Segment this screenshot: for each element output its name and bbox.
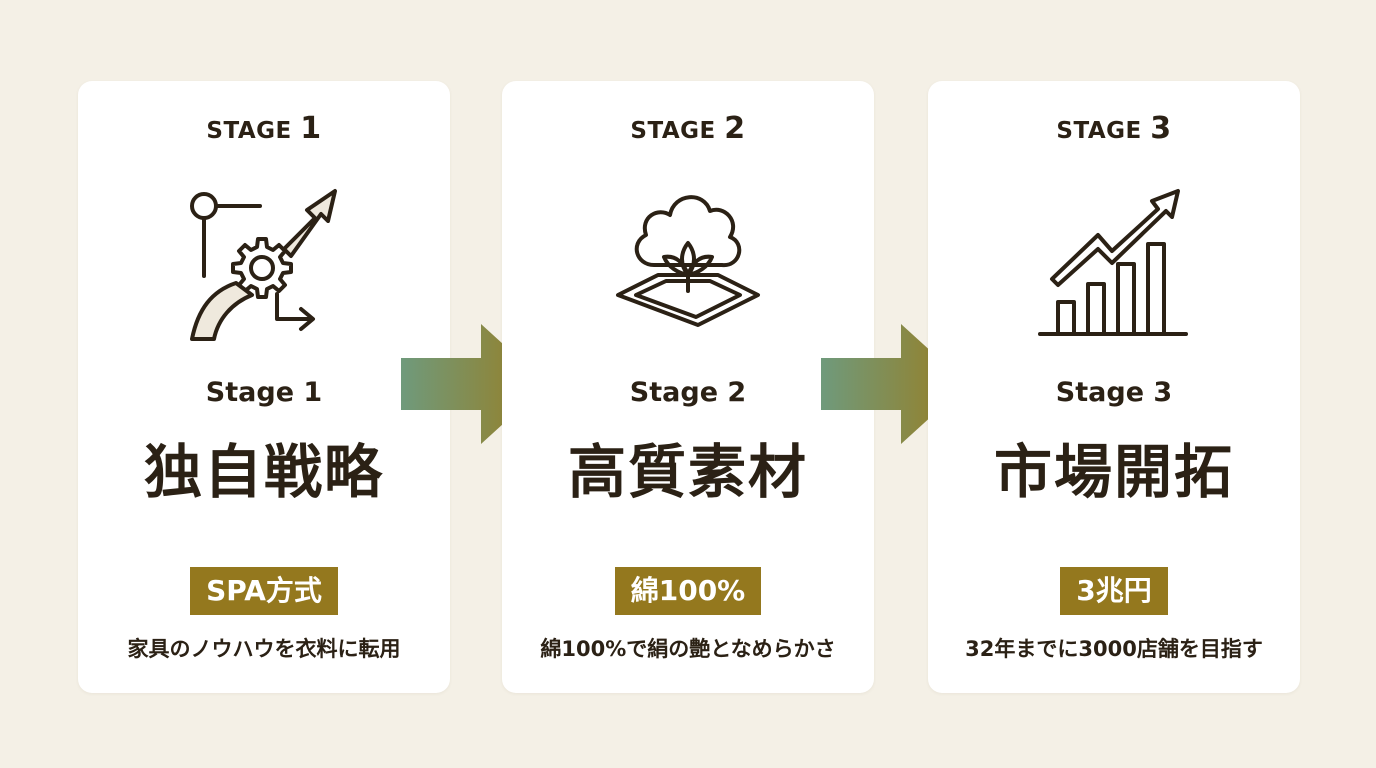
- stage-header: STAGE 1: [78, 111, 450, 146]
- badge-wrap: 綿100%: [502, 567, 874, 615]
- stage-card-2: STAGE 2 Stage 2 高質素材 綿100% 綿100%で絹の艶となめら…: [502, 81, 874, 693]
- stage-header-number: 2: [724, 111, 746, 146]
- stage-title: 独自戦略: [143, 438, 384, 506]
- stage-label: Stage 1: [205, 377, 323, 408]
- growth-bar-chart-icon: [1038, 189, 1188, 336]
- stage-label: Stage 2: [629, 377, 747, 408]
- badge-wrap: SPA方式: [78, 567, 450, 615]
- stage-description: 家具のノウハウを衣料に転用: [127, 637, 401, 661]
- stage-badge: 綿100%: [614, 567, 762, 615]
- stage-card-3: STAGE 3 Stage 3 市場開拓 3兆円 32年までに3000店舗を目指…: [928, 81, 1300, 693]
- badge-wrap: 3兆円: [928, 567, 1300, 615]
- stage-header-word: STAGE: [630, 118, 716, 144]
- stage-badge: 3兆円: [1060, 567, 1168, 615]
- stage-title: 市場開拓: [993, 438, 1234, 506]
- stage-header: STAGE 2: [502, 111, 874, 146]
- stage-header-word: STAGE: [206, 118, 292, 144]
- stage-header: STAGE 3: [928, 111, 1300, 146]
- strategy-gear-arrows-icon: [190, 189, 337, 341]
- stage-card-1: STAGE 1 Stage 1 独自戦略 SPA方式 家具のノウハウを衣料に転用: [78, 81, 450, 693]
- stage-header-word: STAGE: [1056, 118, 1142, 144]
- stage-description: 綿100%で絹の艶となめらかさ: [540, 637, 836, 661]
- cotton-flower-fabric-icon: [616, 195, 760, 327]
- stage-description: 32年までに3000店舗を目指す: [965, 637, 1263, 661]
- stage-label: Stage 3: [1055, 377, 1173, 408]
- stage-header-number: 3: [1150, 111, 1172, 146]
- stage-badge: SPA方式: [190, 567, 338, 615]
- stage-title: 高質素材: [567, 438, 808, 506]
- stage-header-number: 1: [300, 111, 322, 146]
